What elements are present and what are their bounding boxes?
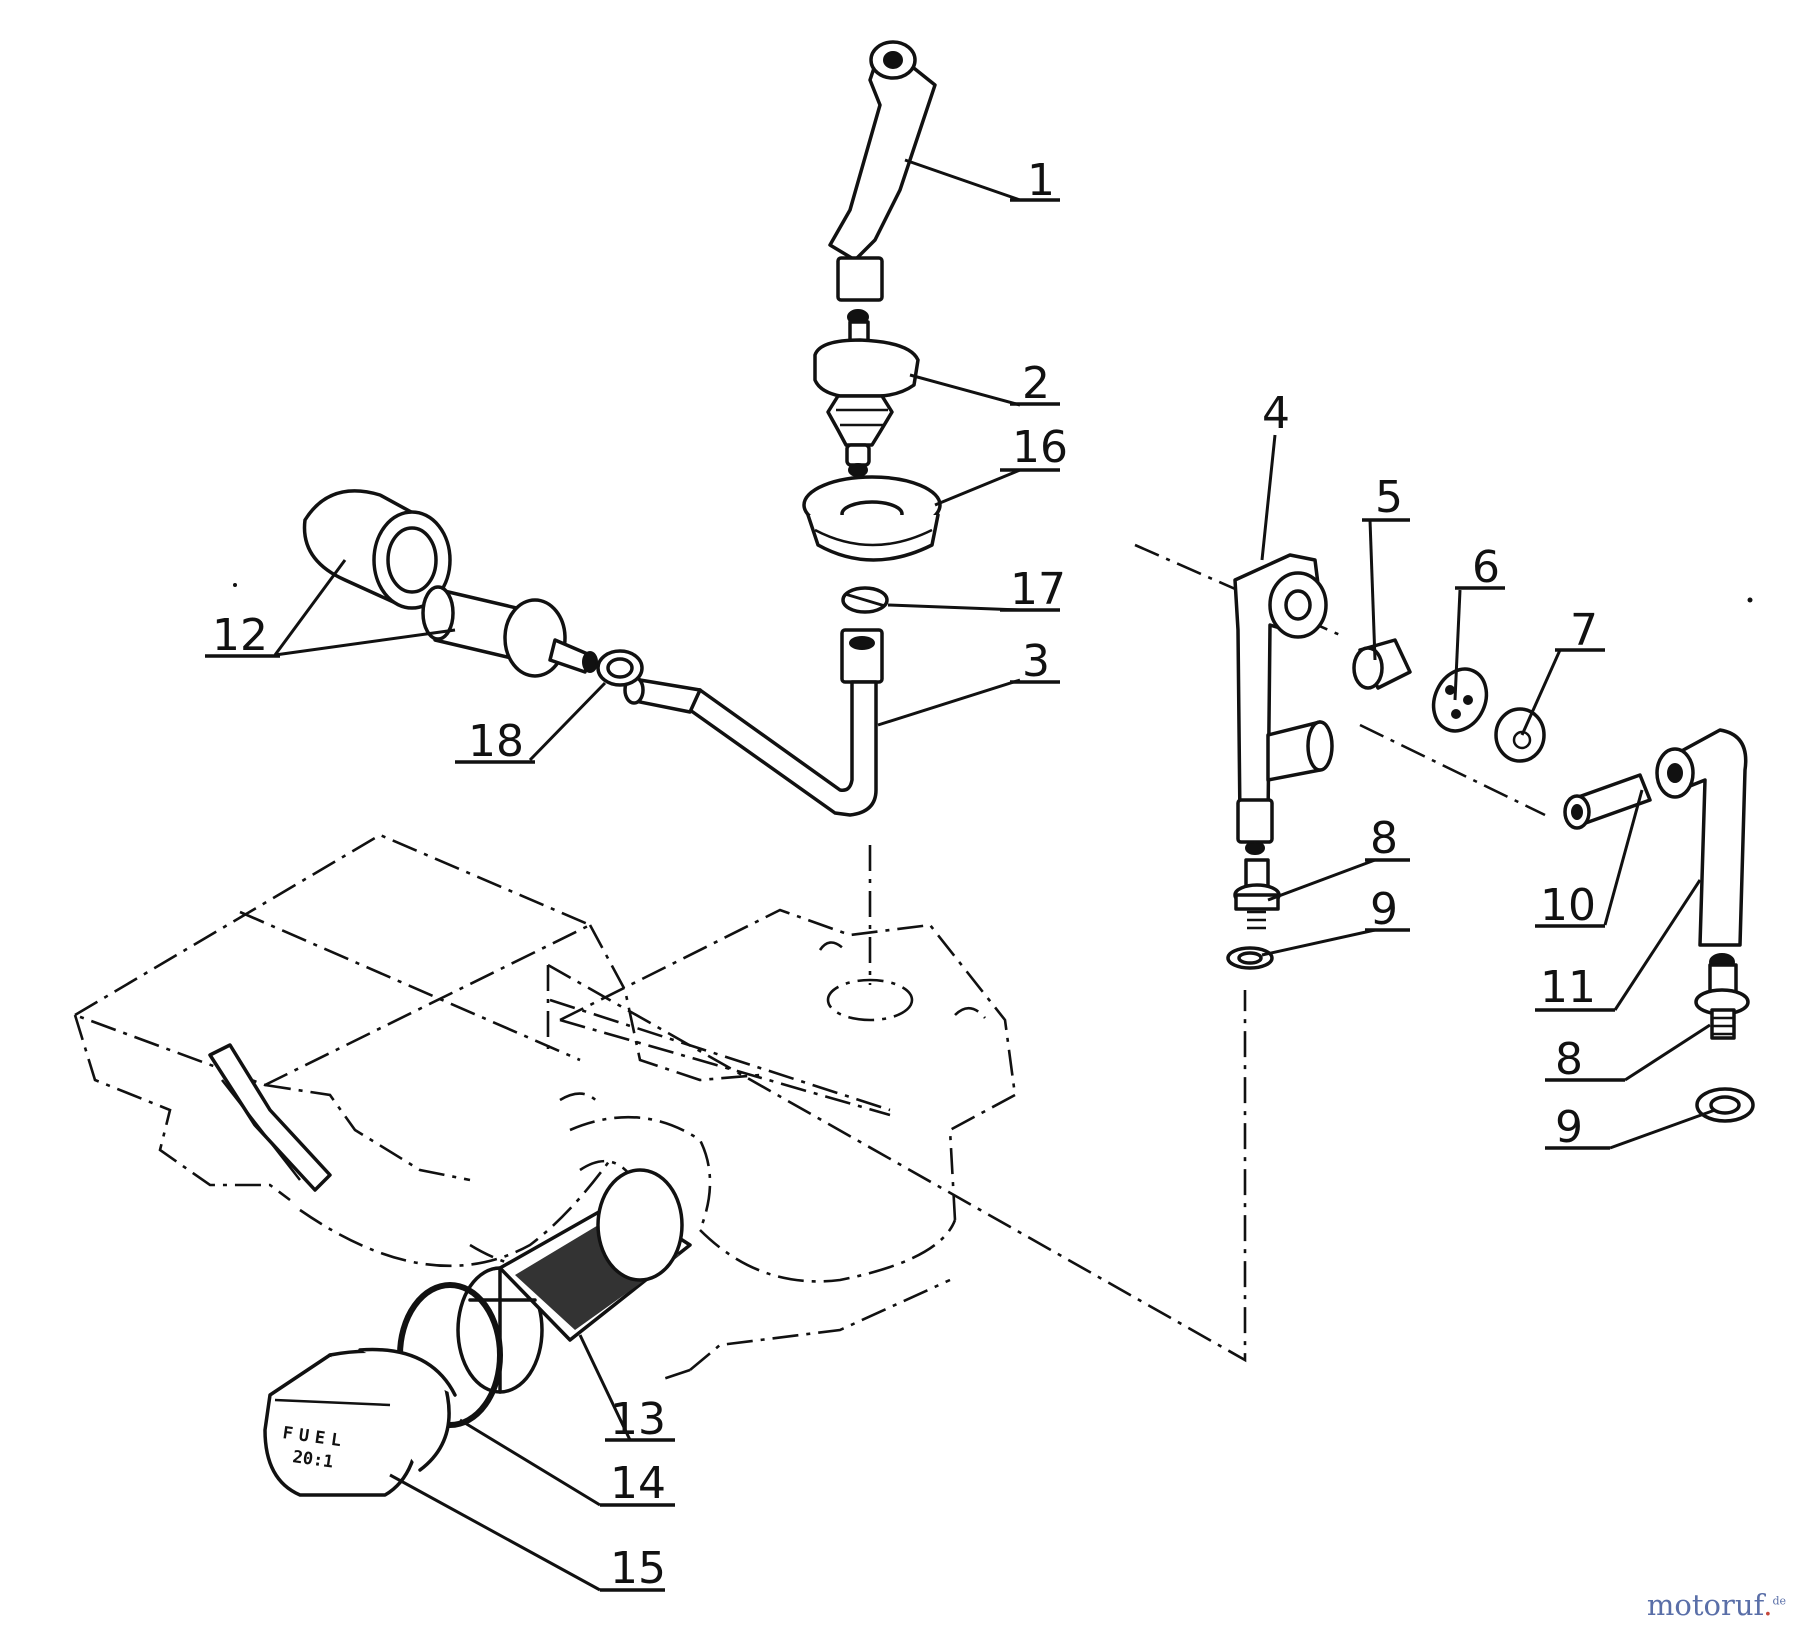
callout-10-label: 10 xyxy=(1540,880,1596,931)
callout-1: 1 xyxy=(1010,155,1060,206)
callout-9-right: 9 xyxy=(1545,1102,1610,1153)
part-9-washer-left xyxy=(1226,946,1274,970)
callout-5: 5 xyxy=(1362,472,1410,523)
leader-lines xyxy=(273,158,1716,1592)
part-6-valve-disc xyxy=(1431,667,1489,733)
callout-18: 18 xyxy=(455,716,535,767)
watermark-dot: . xyxy=(1763,1588,1773,1622)
callout-17-label: 17 xyxy=(1010,564,1066,615)
callout-8-right: 8 xyxy=(1545,1034,1625,1085)
callout-9-right-label: 9 xyxy=(1555,1102,1583,1153)
callout-8-left-label: 8 xyxy=(1370,813,1398,864)
part-4-tee-fuel-line xyxy=(1233,553,1334,855)
callout-11: 11 xyxy=(1535,962,1615,1013)
callout-labels: 1 2 16 17 3 18 12 4 5 6 7 8 9 10 11 8 9 … xyxy=(205,155,1625,1594)
callout-13-label: 13 xyxy=(610,1394,666,1445)
callout-8-left: 8 xyxy=(1365,813,1410,864)
part-7-cap xyxy=(1494,707,1546,763)
callout-3-label: 3 xyxy=(1022,636,1050,687)
callout-1-label: 1 xyxy=(1027,155,1055,206)
part-8-fitting-left xyxy=(1233,858,1281,930)
callout-2: 2 xyxy=(1010,358,1060,409)
part-17-clip xyxy=(841,586,889,614)
callout-9-left: 9 xyxy=(1365,884,1410,935)
part-12-fuel-filter xyxy=(302,489,598,678)
part-2-primer-valve xyxy=(813,309,920,477)
callout-5-label: 5 xyxy=(1375,472,1403,523)
part-3-pickup-line xyxy=(623,628,884,817)
part-16-grommet xyxy=(802,475,942,562)
callout-16-label: 16 xyxy=(1012,422,1068,473)
callout-7-label: 7 xyxy=(1570,605,1598,656)
callout-18-label: 18 xyxy=(468,716,524,767)
callout-4: 4 xyxy=(1262,388,1290,439)
callout-6-label: 6 xyxy=(1472,542,1500,593)
callout-3: 3 xyxy=(1010,636,1060,687)
callout-12: 12 xyxy=(205,610,280,661)
callout-6: 6 xyxy=(1455,542,1505,593)
callout-10: 10 xyxy=(1535,880,1605,931)
watermark-logo: motoruf.de xyxy=(1647,1588,1786,1622)
watermark-text: motoruf xyxy=(1646,1588,1764,1622)
callout-14: 14 xyxy=(600,1458,675,1509)
callout-7: 7 xyxy=(1555,605,1605,656)
part-15-fuel-cap: FUEL 20:1 xyxy=(263,1347,457,1497)
part-9-washer-right xyxy=(1695,1087,1755,1123)
callout-11-label: 11 xyxy=(1540,962,1596,1013)
part-8-fitting-right xyxy=(1694,953,1750,1040)
callout-14-label: 14 xyxy=(610,1458,666,1509)
part-1-upper-fuel-line xyxy=(828,40,937,302)
watermark-suffix: de xyxy=(1772,1594,1786,1608)
callout-2-label: 2 xyxy=(1022,358,1050,409)
callout-4-label: 4 xyxy=(1262,388,1290,439)
part-10-connector xyxy=(1563,773,1652,830)
part-18-clamp xyxy=(596,649,644,687)
callout-8-right-label: 8 xyxy=(1555,1034,1583,1085)
callout-17: 17 xyxy=(1000,564,1066,615)
part-13-strainer xyxy=(456,1168,692,1394)
callout-13: 13 xyxy=(605,1394,675,1445)
part-5-spacer xyxy=(1352,638,1412,690)
part-11-elbow-line xyxy=(1655,728,1748,947)
callout-15: 15 xyxy=(600,1543,666,1594)
callout-16: 16 xyxy=(1000,422,1068,473)
callout-15-label: 15 xyxy=(610,1543,666,1594)
callout-12-label: 12 xyxy=(212,610,268,661)
callout-9-left-label: 9 xyxy=(1370,884,1398,935)
